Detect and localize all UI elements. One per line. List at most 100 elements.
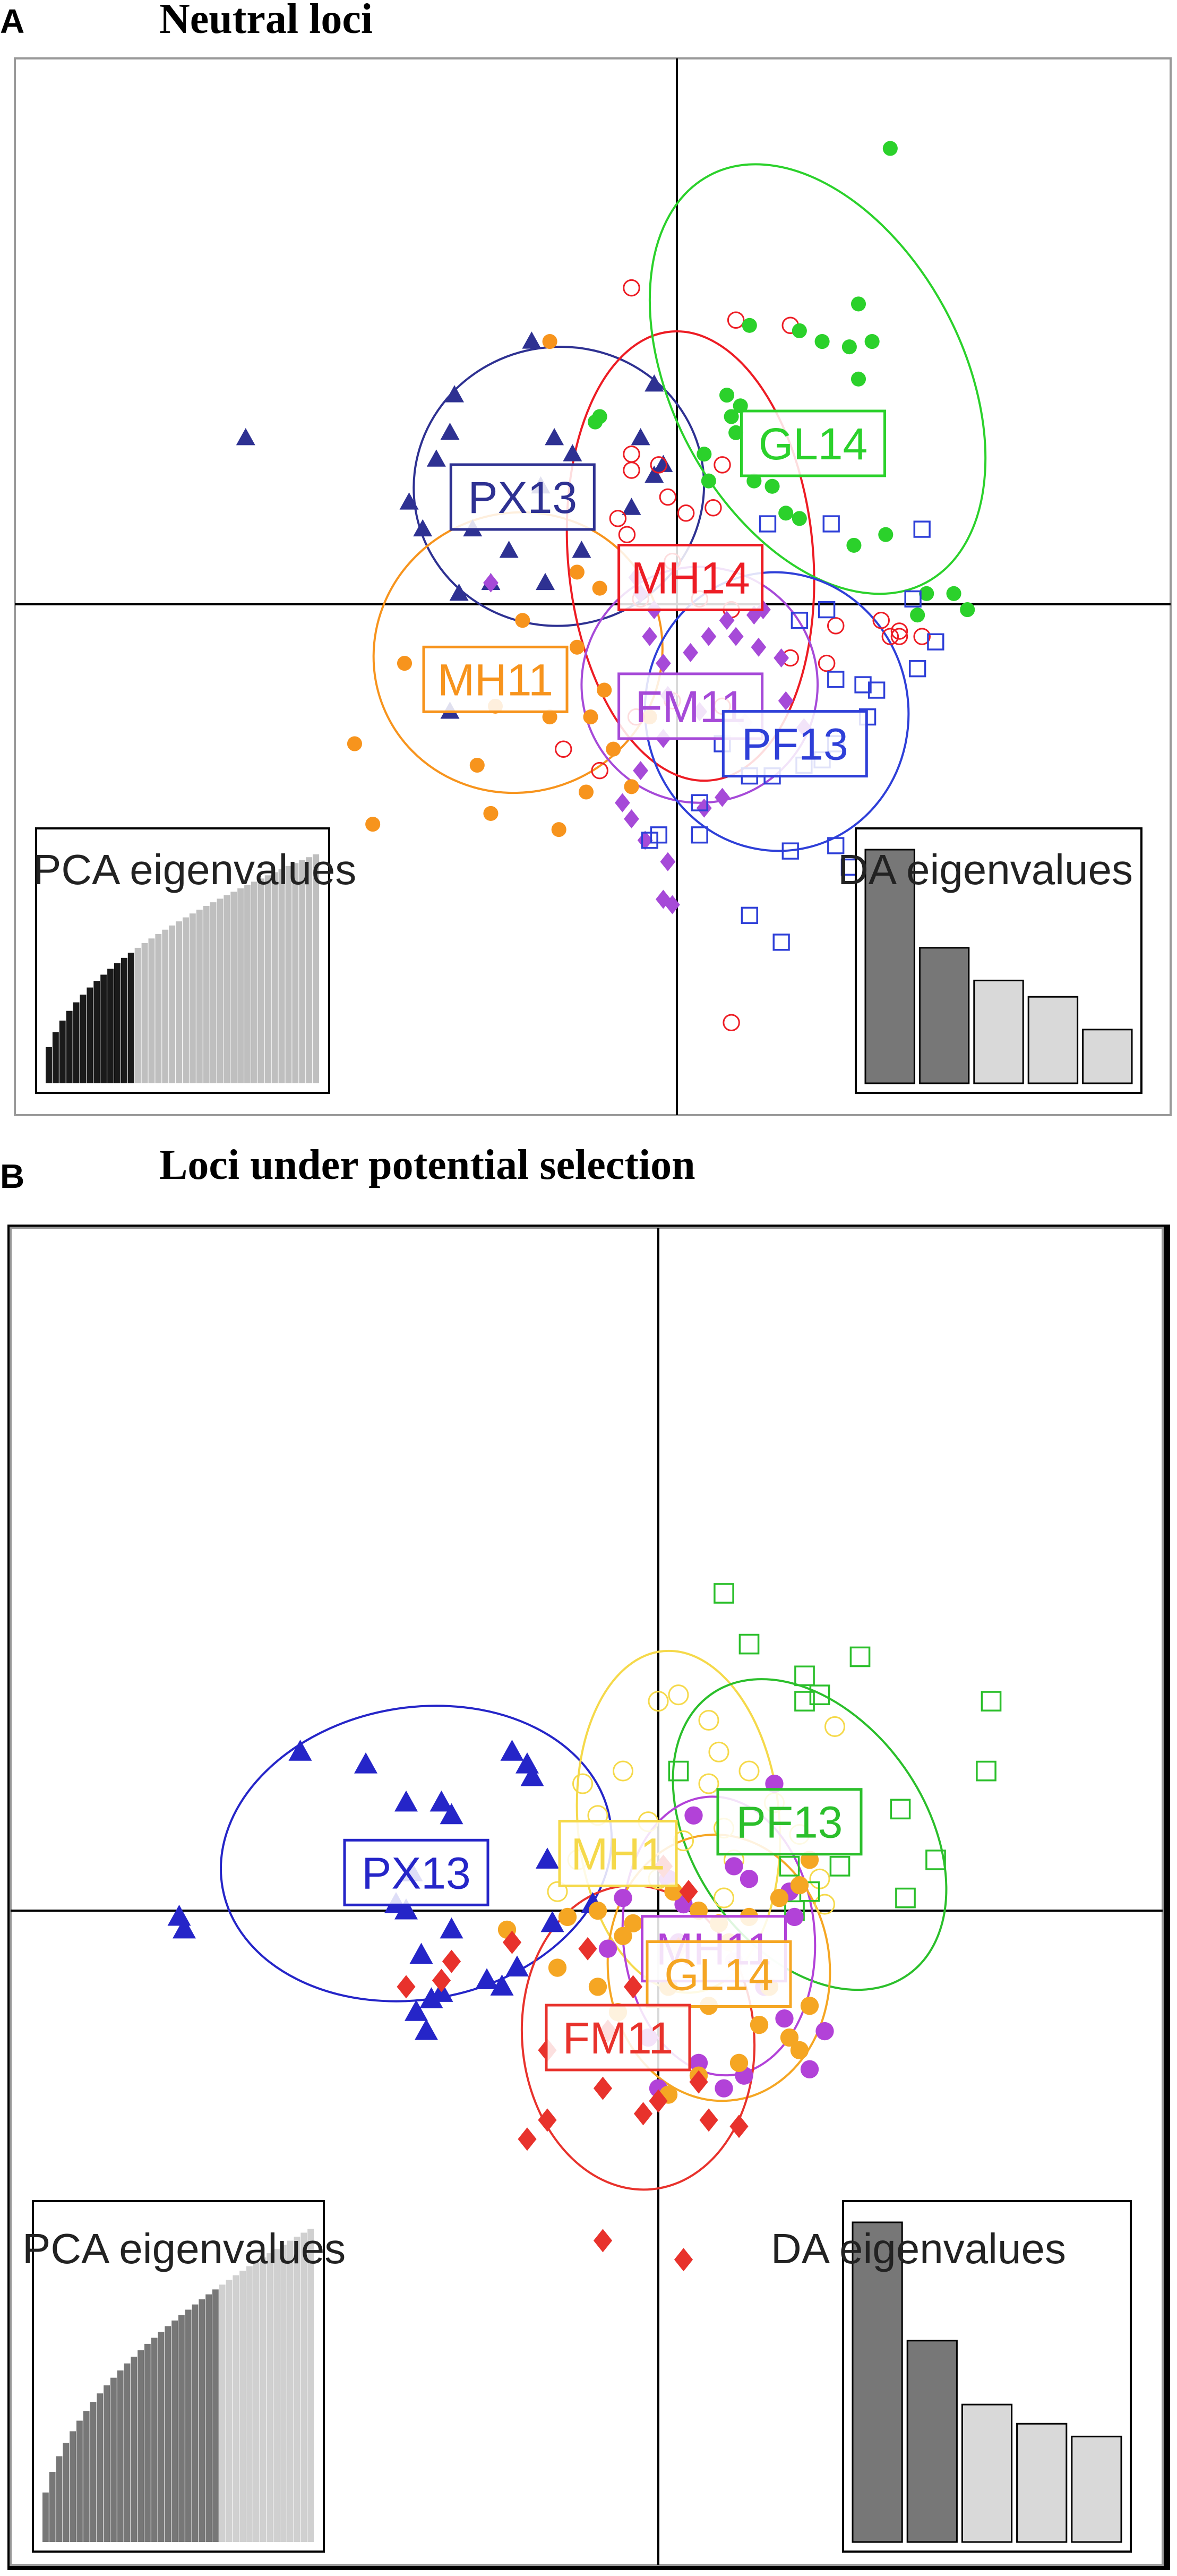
data-point <box>547 1881 568 1902</box>
data-point <box>548 1958 567 1977</box>
eigen-bar <box>162 929 169 1083</box>
data-point <box>791 612 808 629</box>
data-point <box>645 374 664 392</box>
data-point <box>794 1691 815 1712</box>
panel-b-pca-inset: PCA eigenvalues <box>22 2200 346 2553</box>
eigen-bar <box>100 974 107 1083</box>
panel-a-label-box-pf13 <box>721 710 868 778</box>
data-point <box>650 826 667 844</box>
data-point <box>593 2229 613 2253</box>
eigen-bar <box>278 869 285 1083</box>
eigen-bar <box>973 979 1024 1084</box>
eigen-bar <box>169 925 176 1083</box>
data-point <box>650 456 668 474</box>
eigen-bar <box>141 943 148 1083</box>
data-point <box>569 564 585 580</box>
data-point <box>173 1917 196 1939</box>
data-point <box>583 709 598 725</box>
panel-a-label-px13: PX13 <box>468 473 578 523</box>
data-point <box>824 1716 846 1737</box>
panel-b-label-fm11: FM11 <box>563 2013 673 2063</box>
eigen-bar <box>104 2385 110 2542</box>
data-point <box>684 1806 703 1825</box>
panel-b-label-box-fm11 <box>545 2004 691 2072</box>
eigen-bar <box>251 882 257 1083</box>
data-point <box>872 612 890 629</box>
data-point <box>483 806 499 821</box>
data-point <box>515 613 530 628</box>
data-point <box>440 422 460 440</box>
eigen-bar <box>285 866 292 1083</box>
data-point <box>440 1803 463 1825</box>
eigen-bar <box>196 910 203 1083</box>
data-point <box>660 852 676 871</box>
panel-a-label-mh11: MH11 <box>437 655 553 705</box>
data-point <box>778 506 794 521</box>
data-point <box>655 654 671 673</box>
data-point <box>827 617 845 635</box>
panel-b-label-mh1: MH1 <box>571 1829 665 1879</box>
data-point <box>827 837 845 854</box>
data-point <box>551 822 566 837</box>
data-point <box>588 1978 607 1996</box>
data-point <box>809 1684 830 1706</box>
data-point <box>714 1583 734 1604</box>
data-point <box>814 334 830 349</box>
eigen-bar <box>219 2284 226 2542</box>
eigen-bar <box>124 2363 131 2542</box>
data-point <box>976 1760 996 1782</box>
data-point <box>445 385 465 403</box>
data-point <box>792 511 807 526</box>
data-point <box>759 515 777 533</box>
panel-a-pca-inset-title: PCA eigenvalues <box>33 846 356 893</box>
data-point <box>925 1850 946 1870</box>
data-point <box>790 1876 809 1895</box>
panel-b-label-box-px13 <box>343 1838 489 1906</box>
data-point <box>827 671 845 688</box>
eigen-bar <box>97 2393 104 2542</box>
panel-a-title: Neutral loci <box>159 0 373 42</box>
data-point <box>909 660 926 678</box>
data-point <box>429 1790 453 1812</box>
data-point <box>622 498 641 515</box>
eigen-bar <box>121 957 127 1083</box>
eigen-bar <box>237 888 244 1083</box>
data-point <box>612 1760 634 1782</box>
data-point <box>738 1760 760 1782</box>
eigen-bar <box>210 902 217 1083</box>
eigen-bar <box>93 981 100 1083</box>
data-point <box>919 586 934 601</box>
eigen-bar <box>171 2320 178 2542</box>
data-point <box>815 2022 834 2041</box>
eigen-bar <box>66 1011 73 1083</box>
data-point <box>648 1691 669 1712</box>
data-point <box>890 1799 911 1820</box>
data-point <box>854 676 872 694</box>
eigen-bar <box>144 2343 151 2542</box>
eigen-bar <box>244 885 251 1083</box>
data-point <box>598 1939 617 1958</box>
data-point <box>649 2089 668 2113</box>
data-point <box>572 541 591 558</box>
data-point <box>878 527 894 542</box>
eigen-bar <box>42 2492 49 2542</box>
data-point <box>728 627 744 646</box>
data-point <box>691 794 708 811</box>
data-point <box>578 1937 597 1961</box>
eigen-bar <box>73 1002 80 1083</box>
panel-b-label-box-gl14 <box>646 1940 792 2008</box>
eigen-bar <box>203 905 210 1083</box>
eigen-bar <box>155 934 162 1083</box>
data-point <box>677 504 695 522</box>
panel-b-pca-inset-title: PCA eigenvalues <box>22 2225 346 2272</box>
data-point <box>442 1949 461 1973</box>
data-point <box>483 573 499 593</box>
panel-a-da-inset-title: DA eigenvalues <box>838 846 1133 893</box>
data-point <box>591 761 608 780</box>
data-point <box>850 296 866 312</box>
data-point <box>597 682 612 698</box>
eigen-bar <box>271 872 278 1083</box>
data-point <box>668 1684 689 1706</box>
